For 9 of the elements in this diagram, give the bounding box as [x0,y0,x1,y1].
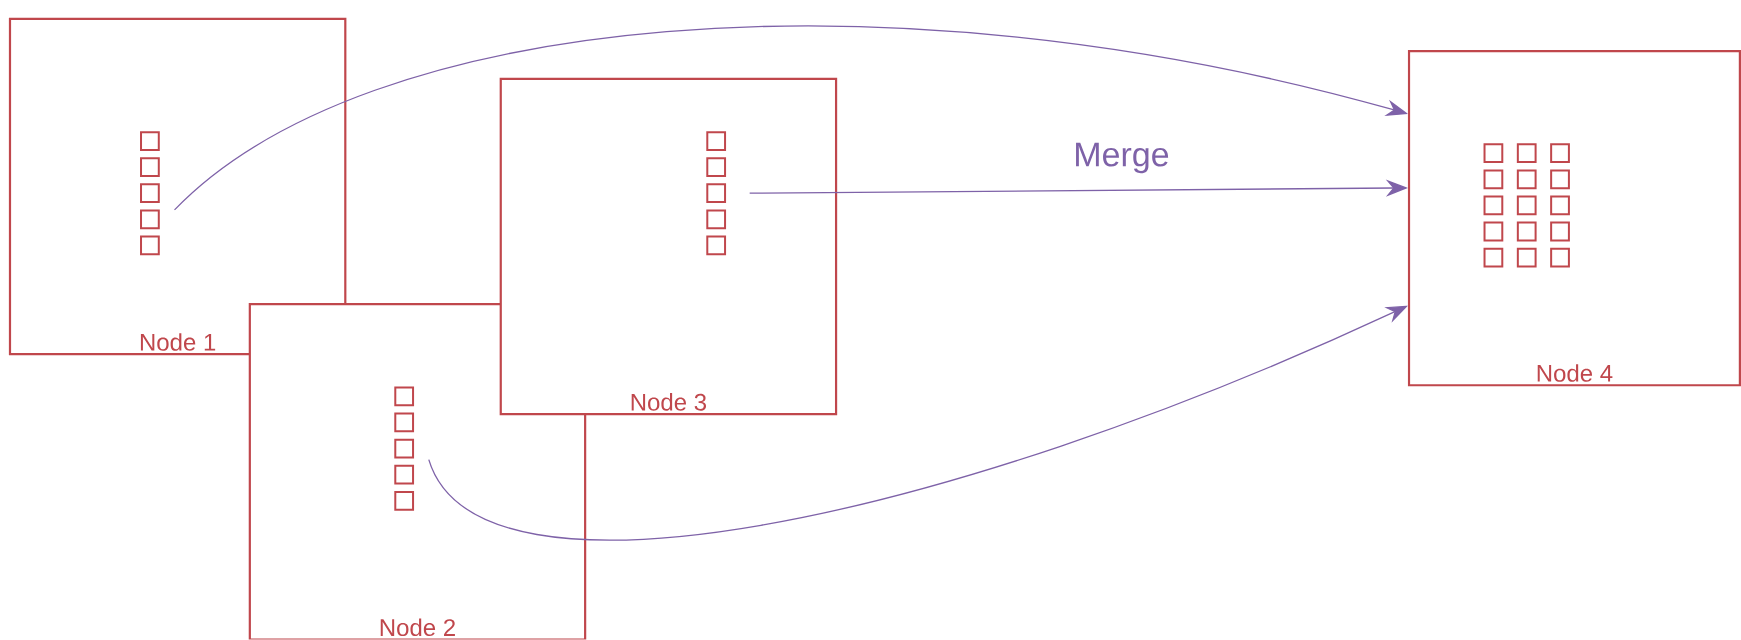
node-box: Node 2 [248,303,587,640]
data-block-stack [394,386,415,511]
data-block-stack [1483,143,1570,268]
edge-label: Merge [1076,143,1169,174]
node-box: Node 3 [499,77,838,416]
data-block-stack [140,131,160,256]
data-block-stack [706,131,727,256]
node-box: Node 1 [8,18,347,356]
node-box: Node 4 [1407,50,1741,387]
